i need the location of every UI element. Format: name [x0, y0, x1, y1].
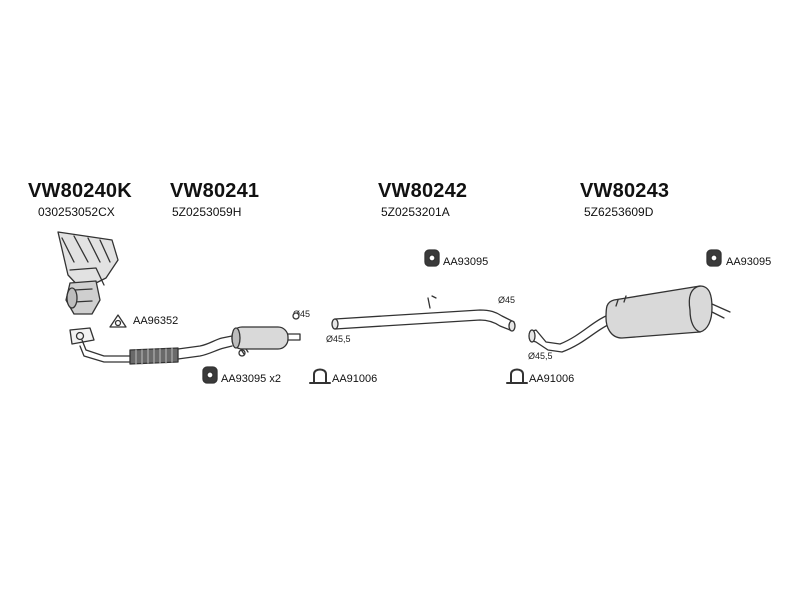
rubber-hanger-icon-1	[202, 366, 218, 384]
pipe-clamp-icon-2	[506, 368, 528, 384]
front-flange	[69, 327, 95, 345]
diameter-label-4: Ø45,5	[528, 351, 553, 361]
hanger-label-2: AA93095	[443, 256, 489, 268]
hanger-label-3: AA93095	[726, 256, 772, 268]
part-code-vw80243: VW80243	[580, 180, 670, 202]
front-pipe	[79, 335, 249, 365]
oem-number-1: 030253052CX	[38, 205, 115, 219]
part-code-vw80241: VW80241	[170, 180, 260, 202]
rubber-hanger-icon-3	[706, 249, 722, 267]
front-silencer	[231, 312, 301, 350]
gasket-label: AA96352	[133, 315, 179, 327]
intermediate-pipe	[331, 295, 516, 332]
rubber-hanger-icon-2	[424, 249, 440, 267]
pipe-clamp-icon-1	[309, 368, 331, 384]
clamp-label-2: AA91006	[529, 373, 575, 385]
oem-number-4: 5Z6253609D	[584, 205, 654, 219]
gasket-icon	[109, 314, 127, 328]
clamp-label-1: AA91006	[332, 373, 378, 385]
rear-silencer	[528, 285, 731, 353]
hanger-label-1: AA93095 x2	[221, 373, 281, 385]
diameter-label-2: Ø45,5	[326, 334, 351, 344]
diameter-label-3: Ø45	[498, 295, 516, 305]
part-code-vw80242: VW80242	[378, 180, 468, 202]
exhaust-manifold-catalyst	[57, 231, 119, 315]
oem-number-2: 5Z0253059H	[172, 205, 242, 219]
oem-number-3: 5Z0253201A	[381, 205, 450, 219]
diameter-label-1: Ø45	[293, 309, 311, 319]
part-code-vw80240k: VW80240K	[28, 180, 132, 202]
